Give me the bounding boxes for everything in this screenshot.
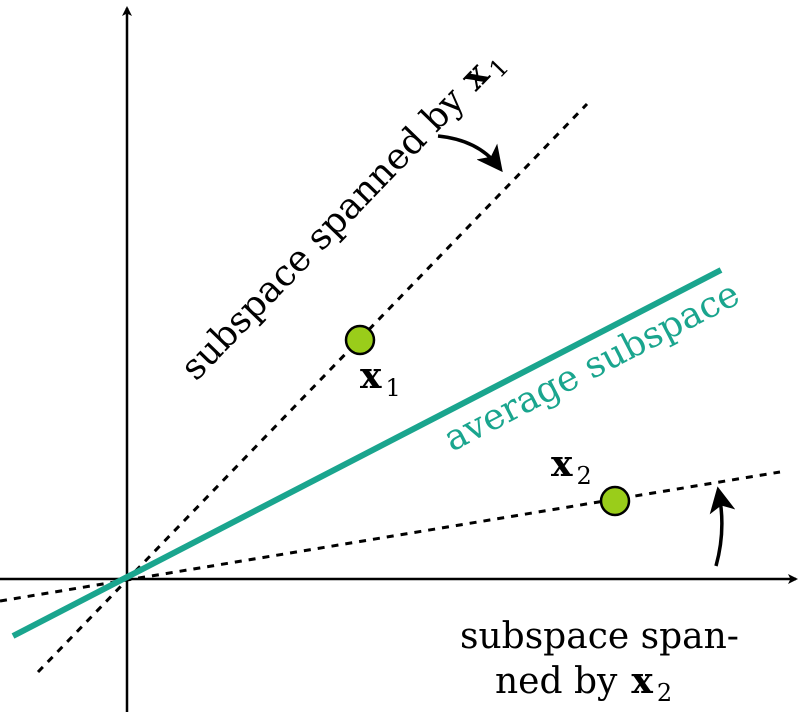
point-x2-label: x 2: [551, 443, 592, 490]
point-x1-label-vec: x: [360, 355, 382, 397]
point-x2-label-vec: x: [551, 443, 573, 485]
average-subspace-line: [11, 267, 723, 639]
point-x2-label-sub: 2: [576, 462, 591, 490]
subspace-x2-label-vec: x: [631, 660, 653, 702]
subspace-x2-label-line2-text: ned by: [495, 661, 618, 702]
subspace-x1-label-text: subspace spanned by: [173, 79, 473, 388]
point-x1-label-sub: 1: [385, 374, 400, 402]
curved-arrow-x1: [437, 134, 503, 173]
point-x2: [599, 485, 631, 517]
subspace-x2-label-line2: ned by x 2: [495, 660, 672, 707]
subspace-x1-label: subspace spanned by x 1: [172, 40, 514, 392]
subspace-x2-line: [0, 470, 781, 603]
point-x1-label: x 1: [360, 355, 401, 402]
point-x1: [344, 324, 376, 356]
curved-arrow-x2: [709, 486, 736, 567]
average-subspace-label: average subspace: [437, 273, 746, 460]
subspace-x2-label-line1: subspace span-: [460, 616, 739, 657]
subspace-x2-label-sub: 2: [657, 679, 672, 707]
